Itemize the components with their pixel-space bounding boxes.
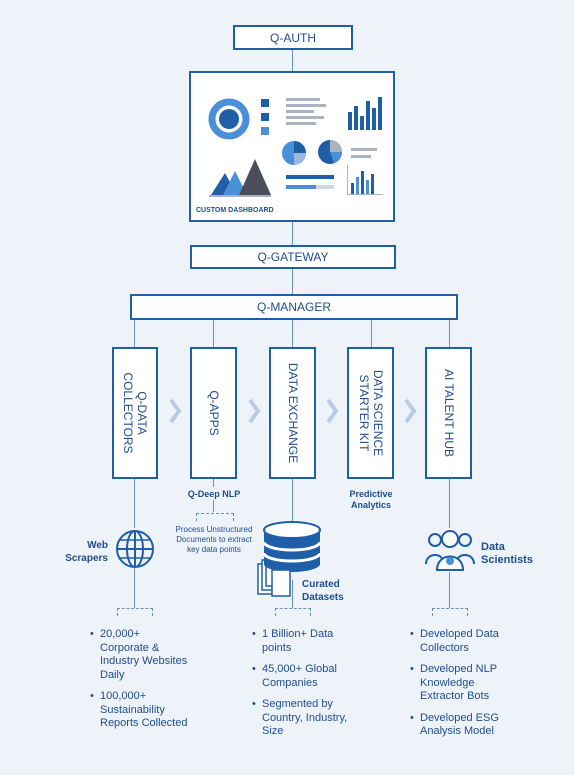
database-icon — [257, 521, 322, 597]
dashed-bracket — [117, 608, 153, 616]
list-item: 100,000+ Sustainability Reports Collecte… — [90, 690, 190, 731]
module-label: DATA EXCHANGE — [285, 362, 300, 464]
mini-text-icon — [351, 148, 377, 158]
chevron-right-icon — [326, 398, 339, 424]
legend-squares-icon — [261, 99, 269, 135]
connector — [213, 319, 214, 348]
list-item: 45,000+ Global Companies — [252, 663, 356, 690]
module-ai-talent-hub: AI TALENT HUB — [425, 347, 472, 479]
connector — [292, 268, 293, 295]
data-exchange-bullets: 1 Billion+ Data points 45,000+ Global Co… — [252, 628, 356, 747]
connector — [449, 478, 450, 528]
connector — [134, 319, 135, 348]
connector — [213, 500, 214, 512]
dashed-bracket — [275, 608, 311, 616]
module-label: Q-APPS — [206, 390, 221, 436]
bar-chart-icon — [348, 97, 382, 130]
q-manager-label: Q-MANAGER — [256, 300, 331, 314]
list-item: 1 Billion+ Data points — [252, 628, 356, 655]
dashed-bracket — [432, 608, 468, 616]
mountain-chart-icon — [209, 159, 271, 197]
connector — [371, 319, 372, 348]
text-lines-icon — [286, 98, 326, 125]
connector — [134, 478, 135, 528]
q-manager-box: Q-MANAGER — [130, 294, 458, 320]
connector — [292, 319, 293, 348]
dashboard-label: CUSTOM DASHBOARD — [196, 207, 274, 214]
module-data-exchange: DATA EXCHANGE — [269, 347, 316, 479]
connector — [292, 221, 293, 246]
module-label: AI TALENT HUB — [441, 368, 456, 458]
q-deep-nlp-label: Q-Deep NLP — [187, 489, 241, 499]
globe-icon — [116, 530, 154, 568]
q-gateway-label: Q-GATEWAY — [257, 250, 329, 264]
pie-chart-icon — [282, 141, 306, 165]
chevron-right-icon — [404, 398, 417, 424]
list-item: Developed ESG Analysis Model — [410, 712, 514, 739]
q-auth-label: Q-AUTH — [270, 30, 316, 45]
chevron-right-icon — [169, 398, 182, 424]
connector — [292, 478, 293, 522]
dashed-bracket — [196, 513, 234, 521]
connector — [449, 319, 450, 348]
talent-hub-bullets: Developed Data Collectors Developed NLP … — [410, 628, 514, 747]
connector — [134, 568, 135, 608]
list-item: Developed NLP Knowledge Extractor Bots — [410, 663, 514, 704]
connector — [449, 572, 450, 608]
connector — [213, 478, 214, 487]
pie-chart-icon — [318, 140, 342, 164]
people-icon — [425, 530, 475, 571]
donut-chart-icon — [208, 98, 250, 140]
dashboard-widgets — [208, 97, 383, 197]
collectors-bullets: 20,000+ Corporate & Industry Websites Da… — [90, 628, 190, 739]
list-item: Segmented by Country, Industry, Size — [252, 698, 356, 739]
chevron-right-icon — [248, 398, 261, 424]
q-gateway-box: Q-GATEWAY — [190, 245, 396, 269]
connector — [292, 49, 293, 71]
module-q-apps: Q-APPS — [190, 347, 237, 479]
list-item: Developed Data Collectors — [410, 628, 514, 655]
connector — [292, 580, 293, 608]
list-item: 20,000+ Corporate & Industry Websites Da… — [90, 628, 190, 682]
q-auth-box: Q-AUTH — [233, 25, 353, 50]
progress-bars-icon — [286, 175, 334, 189]
small-bar-chart-icon — [347, 165, 383, 195]
custom-dashboard-panel: CUSTOM DASHBOARD — [189, 71, 395, 222]
